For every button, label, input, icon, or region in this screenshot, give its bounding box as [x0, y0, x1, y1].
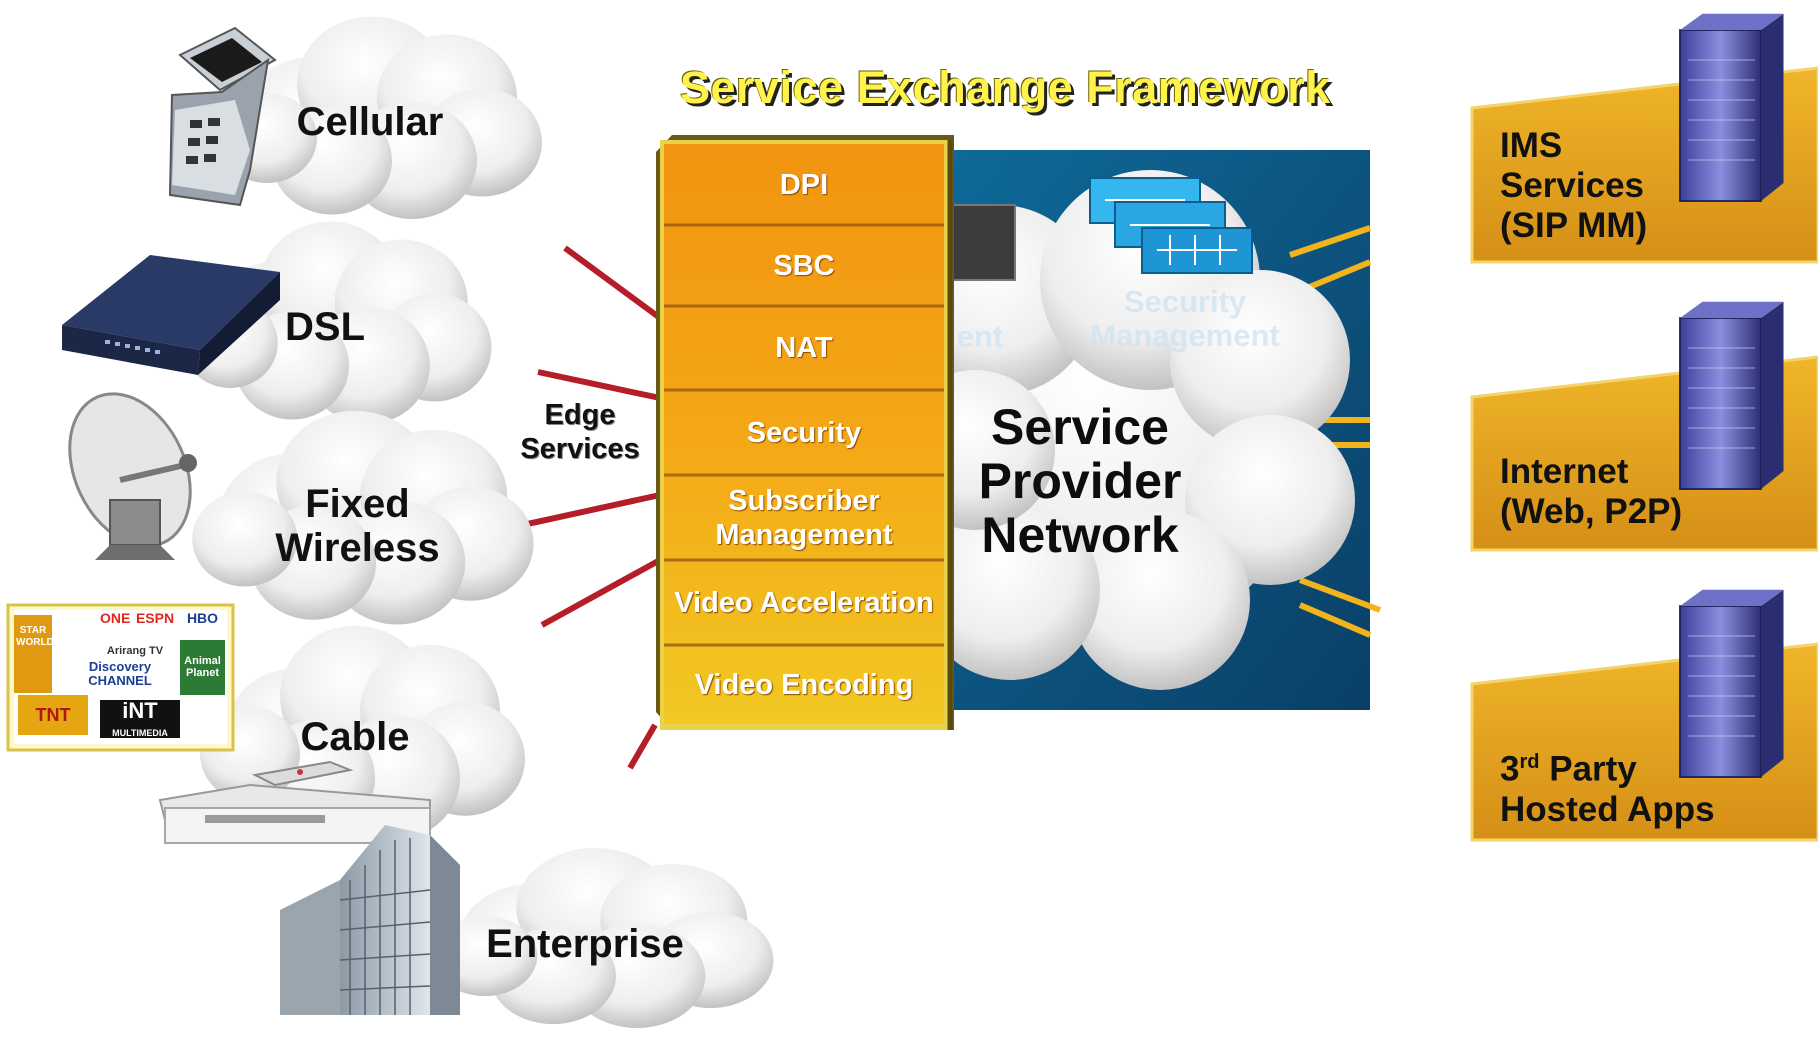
service-provider-network-label: Service Provider Network — [955, 400, 1205, 562]
stack-subscriber-management: Subscriber Management — [715, 484, 893, 551]
spn-line-2: Provider — [978, 453, 1182, 509]
channel-espn: ESPN — [135, 610, 175, 626]
stack-video-encoding: Video Encoding — [694, 668, 914, 701]
service-label-ims: IMS Services (SIP MM) — [1500, 126, 1647, 246]
channel-star-world: STAR WORLD — [16, 625, 54, 648]
edge-services-line-2: Services — [520, 433, 640, 465]
spn-line-1: Service — [991, 399, 1169, 455]
channel-tnt: TNT — [35, 705, 71, 725]
third-party-suffix: rd — [1519, 751, 1540, 773]
channel-one: ONE — [100, 610, 131, 626]
edge-services-stack — [656, 135, 954, 730]
satellite-dish-icon — [68, 392, 197, 560]
access-label-fixed-wireless: Fixed Wireless — [275, 482, 440, 570]
channel-discovery: Discovery CHANNEL — [88, 659, 152, 688]
third-party-rest: Party — [1539, 749, 1637, 789]
channel-hbo: HBO — [186, 610, 219, 626]
stack-dpi: DPI — [779, 168, 829, 201]
office-building-icon — [280, 825, 460, 1015]
tv-channels-card — [6, 603, 235, 752]
ims-line-1: IMS — [1500, 126, 1563, 165]
stack-video-acceleration: Video Acceleration — [674, 586, 934, 619]
ghost-label-security-management: Security Management — [1070, 285, 1300, 353]
internet-line-2: (Web, P2P) — [1500, 492, 1683, 531]
cellphone-icon — [168, 26, 277, 207]
diagram-title: Service Exchange Framework — [680, 62, 1331, 113]
channel-multimedia: MULTIMEDIA — [112, 728, 168, 738]
service-label-internet: Internet (Web, P2P) — [1500, 452, 1682, 532]
ghost-label-partial: ent — [956, 319, 1004, 354]
stack-nat: NAT — [775, 332, 833, 364]
service-label-third-party: 3rd Party Hosted Apps — [1500, 742, 1715, 830]
stack-sbc: SBC — [773, 249, 835, 282]
access-label-cellular: Cellular — [296, 100, 444, 144]
dsl-modem-icon — [62, 255, 280, 375]
ghost-security-line-2: Management — [1090, 318, 1280, 353]
set-top-box-icon — [158, 760, 431, 844]
spn-line-3: Network — [981, 507, 1179, 563]
internet-line-1: Internet — [1500, 452, 1629, 491]
ghost-security-line-1: Security — [1123, 284, 1247, 319]
edge-services-label: Edge Services — [500, 398, 660, 466]
third-party-line-2: Hosted Apps — [1500, 789, 1715, 829]
channel-animal-planet: Animal Planet — [184, 655, 221, 679]
third-party-ordinal: 3 — [1500, 749, 1520, 789]
access-label-dsl: DSL — [285, 305, 365, 349]
firewall-appliance-icon — [1089, 177, 1253, 274]
network-panel — [895, 150, 1382, 710]
ims-line-3: (SIP MM) — [1500, 206, 1648, 245]
channel-int: iNT — [122, 698, 158, 723]
access-label-cable: Cable — [300, 715, 410, 759]
rack-server-icon — [1679, 12, 1785, 778]
edge-links — [499, 245, 662, 770]
ims-line-2: Services — [1500, 166, 1645, 205]
channel-arirang: Arirang TV — [106, 645, 164, 657]
edge-services-line-1: Edge — [544, 399, 616, 431]
access-label-enterprise: Enterprise — [486, 922, 684, 966]
stack-security: Security — [746, 416, 862, 449]
